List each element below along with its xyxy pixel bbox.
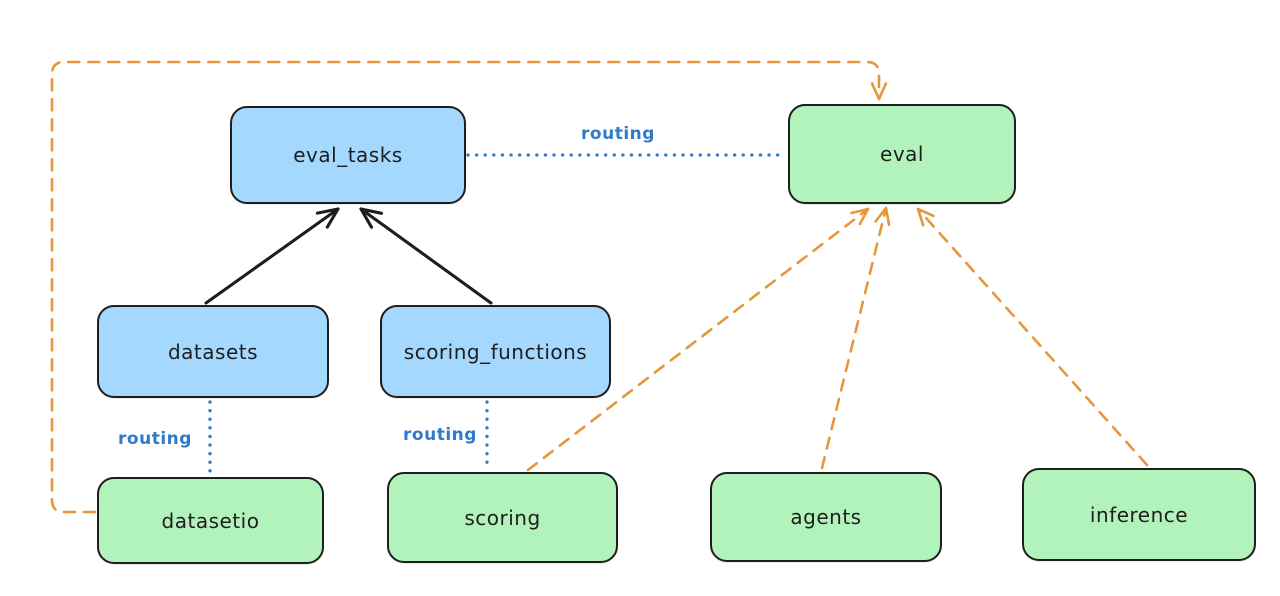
node-inference: inference: [1022, 468, 1256, 561]
node-label-datasetio: datasetio: [161, 508, 260, 533]
edge-datasets-datasetio-routing: routing: [118, 400, 212, 475]
edge-label-eval_tasks-eval-routing: routing: [581, 124, 655, 144]
node-eval_tasks: eval_tasks: [230, 106, 466, 204]
arrowhead-scoring-to-eval: [850, 207, 870, 226]
edge-eval_tasks-eval-routing: routing: [466, 124, 788, 157]
arrowhead-datasetio-to-eval: [870, 82, 888, 101]
edge-label-datasets-datasetio-routing: routing: [118, 429, 192, 449]
node-label-inference: inference: [1089, 502, 1189, 527]
node-eval: eval: [788, 104, 1016, 204]
edge-agents-to-eval: [820, 206, 891, 470]
edge-scoring_functions-to-eval_tasks: [359, 207, 493, 305]
edge-scoring-to-eval: [526, 207, 870, 472]
edge-inference-to-eval: [916, 207, 1149, 467]
node-label-eval: eval: [880, 142, 924, 166]
edge-label-scoring_functions-scoring-routing: routing: [403, 425, 477, 445]
node-label-scoring: scoring: [464, 505, 541, 530]
node-agents: agents: [710, 472, 942, 562]
arrowhead-scoring_functions-to-eval_tasks: [359, 207, 384, 229]
arrowhead-datasets-to-eval_tasks: [315, 207, 340, 229]
node-scoring_functions: scoring_functions: [380, 305, 611, 398]
node-datasets: datasets: [97, 305, 329, 398]
node-label-agents: agents: [790, 505, 862, 529]
node-label-datasets: datasets: [167, 339, 259, 364]
edge-scoring_functions-scoring-routing: routing: [403, 400, 489, 470]
edge-datasets-to-eval_tasks: [204, 207, 340, 305]
node-datasetio: datasetio: [97, 477, 324, 564]
node-scoring: scoring: [387, 472, 618, 563]
arrowhead-agents-to-eval: [874, 206, 891, 227]
edge-datasetio-to-eval: [50, 60, 888, 514]
node-label-scoring_functions: scoring_functions: [403, 339, 588, 364]
arrowhead-inference-to-eval: [916, 207, 935, 227]
node-label-eval_tasks: eval_tasks: [293, 143, 403, 167]
